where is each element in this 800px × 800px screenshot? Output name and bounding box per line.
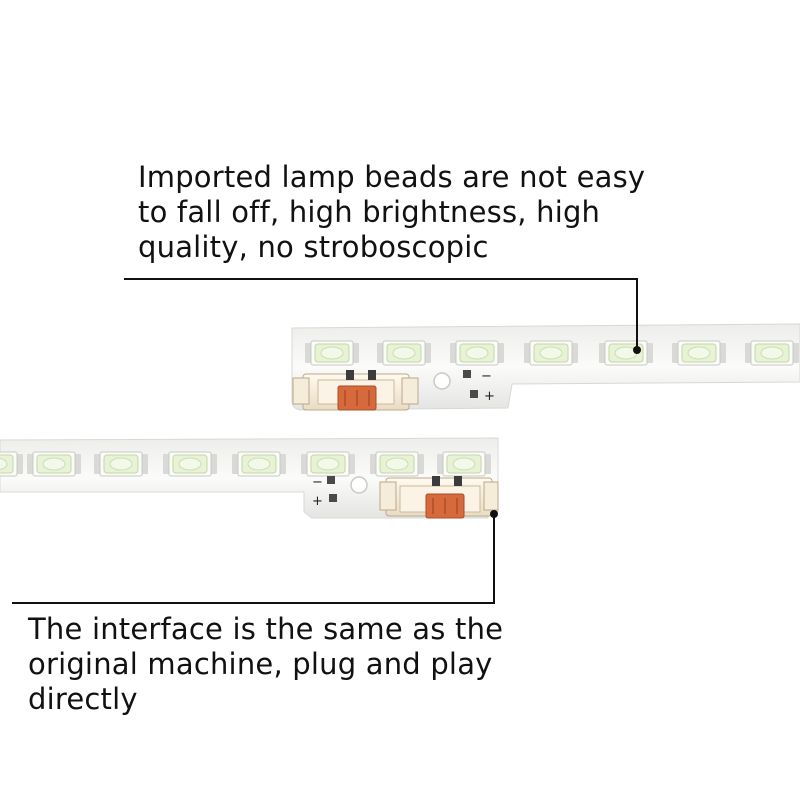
lower-led-bead (27, 451, 81, 477)
lower-led-bead (232, 451, 286, 477)
lower-connector (379, 476, 499, 519)
upper-connector (292, 370, 419, 411)
lower-led-bead (0, 451, 23, 477)
lower-led-bead (94, 451, 148, 477)
upper-led-bead (450, 340, 504, 366)
upper-led-bead (305, 340, 359, 366)
lower-mounting-hole (350, 476, 368, 494)
lower-plus-mark: + (312, 494, 323, 509)
lower-led-bead (370, 451, 424, 477)
bottom-caption-line-3: directly (28, 682, 138, 716)
top-caption-line-1: Imported lamp beads are not easy (138, 160, 646, 194)
top-caption-line-2: to fall off, high brightness, high (138, 195, 601, 229)
lower-led-bead (301, 451, 355, 477)
lower-led-bead (163, 451, 217, 477)
lower-solder-pad-minus (327, 476, 335, 484)
upper-led-bead (377, 340, 431, 366)
lower-led-bead (437, 451, 491, 477)
lower-led-strip: − + (0, 437, 499, 519)
upper-led-row (305, 340, 799, 366)
top-callout-dot (633, 346, 641, 354)
upper-plus-mark: + (484, 389, 495, 404)
upper-led-bead (599, 340, 653, 366)
upper-led-strip: − + (291, 323, 800, 411)
bottom-caption-line-2: original machine, plug and play (28, 647, 493, 681)
upper-led-bead (672, 340, 726, 366)
upper-solder-pad-plus (470, 390, 478, 398)
lower-led-row (0, 451, 491, 477)
upper-solder-pad-minus (463, 370, 471, 378)
upper-minus-mark: − (481, 369, 492, 384)
lower-minus-mark: − (312, 475, 323, 490)
top-caption: Imported lamp beads are not easy to fall… (138, 160, 645, 265)
bottom-caption: The interface is the same as the origina… (28, 612, 503, 717)
lower-solder-pad-plus (329, 494, 337, 502)
upper-led-bead (745, 340, 799, 366)
bottom-callout-dot (490, 510, 498, 518)
bottom-callout-leader (12, 510, 498, 604)
upper-mounting-hole (433, 372, 451, 390)
top-callout-leader (124, 278, 641, 354)
bottom-caption-line-1: The interface is the same as the (28, 612, 504, 646)
top-caption-line-3: quality, no stroboscopic (138, 230, 489, 264)
upper-led-bead (524, 340, 578, 366)
